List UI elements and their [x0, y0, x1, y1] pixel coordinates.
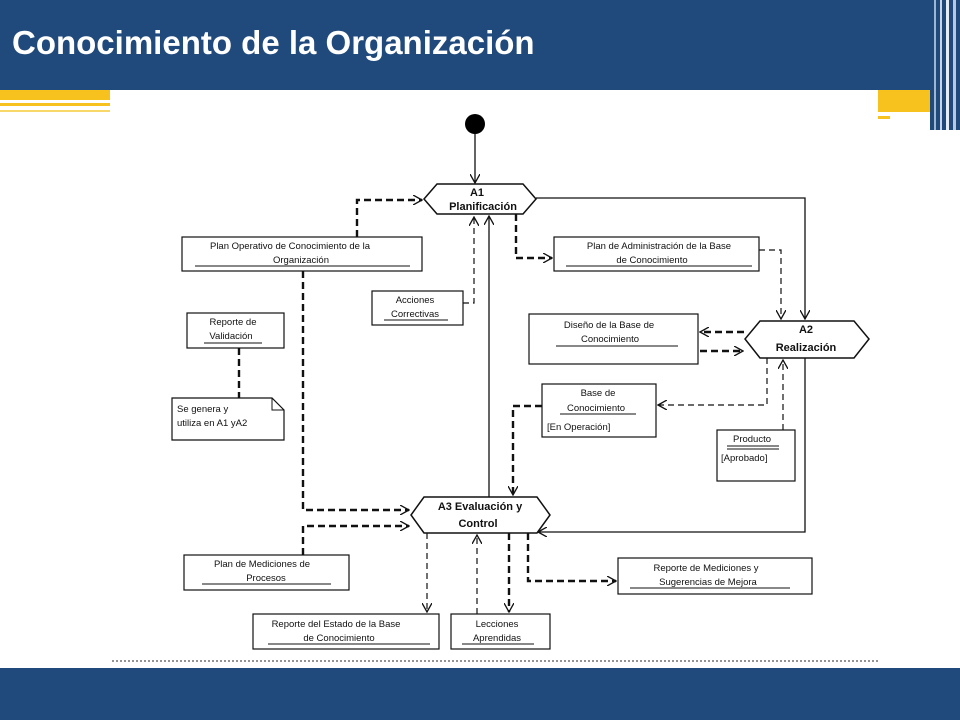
activity-a1-line-2: Planificación: [449, 201, 517, 213]
activity-a2-line-2: Realización: [776, 342, 837, 354]
plan-operativo-line-2: Organización: [273, 255, 329, 266]
initial-node: [465, 114, 485, 134]
title-bar: Conocimiento de la Organización: [0, 0, 960, 90]
reporte-estado-line-2: de Conocimiento: [303, 633, 374, 644]
header-stripes-decoration: [930, 0, 960, 130]
accent-line-left-2: [0, 110, 110, 112]
flow-plan-mediciones-to-a3: [301, 526, 409, 555]
flow-a3-to-reporte-mediciones: [526, 533, 616, 581]
note-se-genera: Se genera y utiliza en A1 yA2: [171, 397, 285, 441]
activity-a3: A3 Evaluación y Control: [410, 496, 551, 534]
plan-mediciones-line-2: Procesos: [246, 573, 286, 584]
flow-base-to-a3: [513, 404, 542, 495]
object-reporte-estado: Reporte del Estado de la Base de Conocim…: [252, 613, 440, 650]
object-plan-admin-base: Plan de Administración de la Base de Con…: [553, 236, 760, 272]
reporte-mediciones-line-1: Reporte de Mediciones y: [653, 563, 758, 574]
reporte-estado-line-1: Reporte del Estado de la Base: [272, 619, 401, 630]
slide-title: Conocimiento de la Organización: [12, 24, 535, 61]
activity-a1: A1 Planificación: [423, 183, 537, 215]
footer-bar: [0, 668, 960, 720]
reporte-validacion-line-1: Reporte de: [209, 317, 256, 328]
flow-a1-to-plan-admin: [514, 214, 552, 258]
plan-operativo-line-1: Plan Operativo de Conocimiento de la: [210, 241, 371, 252]
flow-a1-to-a2: [536, 197, 805, 319]
plan-admin-line-2: de Conocimiento: [616, 255, 687, 266]
object-reporte-validacion: Reporte de Validación: [186, 312, 285, 349]
object-diseno-base: Diseño de la Base de Conocimiento: [528, 313, 699, 365]
lecciones-line-1: Lecciones: [476, 619, 519, 630]
plan-admin-line-1: Plan de Administración de la Base: [587, 241, 731, 252]
accent-bar-right: [878, 90, 930, 112]
flow-a2-to-base: [658, 358, 768, 405]
accent-line-right: [878, 116, 890, 119]
object-lecciones: Lecciones Aprendidas: [450, 613, 551, 650]
base-line-2: Conocimiento: [567, 403, 625, 414]
activity-a3-line-1: A3 Evaluación y: [438, 501, 523, 513]
base-line-1: Base de: [581, 388, 616, 399]
diseno-line-2: Conocimiento: [581, 334, 639, 345]
note-line-1: Se genera y: [177, 404, 228, 415]
object-acciones-correctivas: Acciones Correctivas: [371, 290, 464, 326]
reporte-mediciones-line-2: Sugerencias de Mejora: [659, 577, 757, 588]
object-plan-mediciones: Plan de Mediciones de Procesos: [183, 554, 350, 591]
flow-plan-operativo-to-a1: [355, 200, 422, 237]
flow-plan-admin-to-a2: [759, 249, 781, 319]
flow-acciones-to-a1: [463, 217, 474, 304]
object-producto: Producto [Aprobado]: [716, 429, 796, 482]
activity-a3-line-2: Control: [458, 518, 497, 530]
accent-line-left: [0, 103, 110, 106]
diseno-line-1: Diseño de la Base de: [564, 320, 654, 331]
object-reporte-mediciones: Reporte de Mediciones y Sugerencias de M…: [617, 557, 813, 595]
accent-bar-left: [0, 90, 110, 100]
object-plan-operativo: Plan Operativo de Conocimiento de la Org…: [181, 236, 423, 272]
producto-line-2: [Aprobado]: [721, 453, 767, 464]
acciones-line-2: Correctivas: [391, 309, 439, 320]
note-line-2: utiliza en A1 yA2: [177, 418, 247, 429]
activity-a1-line-1: A1: [470, 187, 484, 199]
base-line-3: [En Operación]: [547, 422, 610, 433]
reporte-validacion-line-2: Validación: [209, 331, 252, 342]
activity-a2: A2 Realización: [744, 320, 870, 359]
lecciones-line-2: Aprendidas: [473, 633, 521, 644]
object-base-conocimiento: Base de Conocimiento [En Operación]: [541, 383, 657, 438]
acciones-line-1: Acciones: [396, 295, 435, 306]
flow-a2-to-a3: [538, 358, 806, 532]
flow-plan-operativo-to-a3: [301, 271, 409, 510]
producto-line-1: Producto: [733, 434, 771, 445]
plan-mediciones-line-1: Plan de Mediciones de: [214, 559, 310, 570]
activity-a2-line-1: A2: [799, 324, 813, 336]
